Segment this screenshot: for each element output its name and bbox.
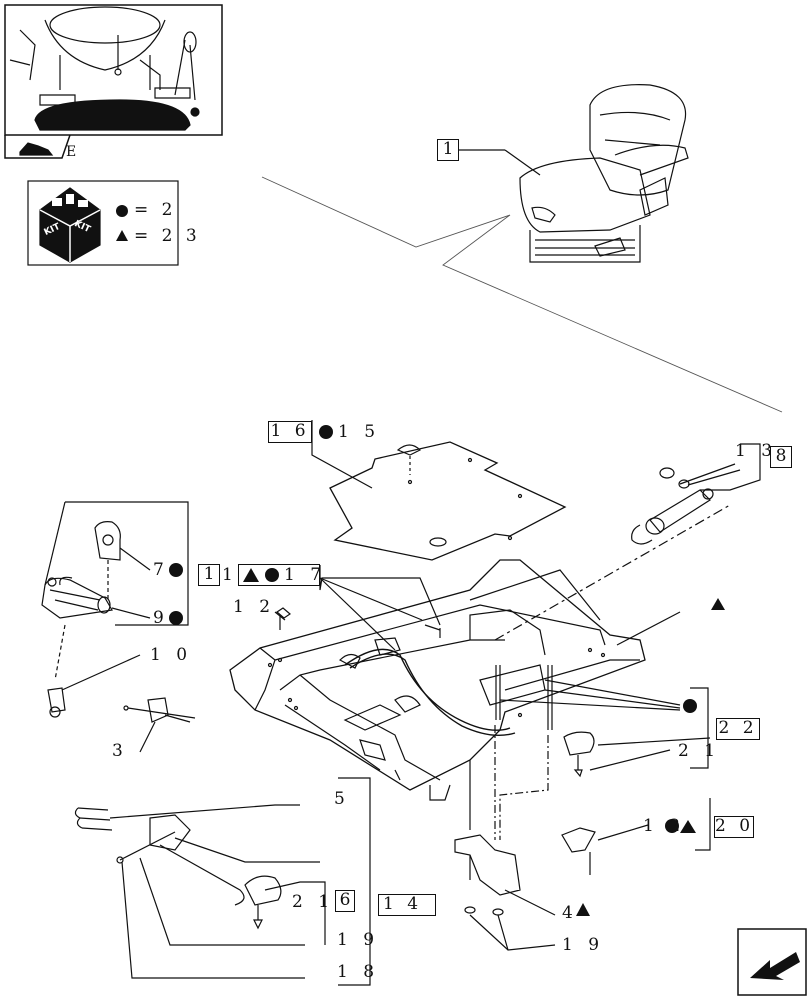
callout-12-top: 1 2 [233, 597, 276, 617]
callout-20: 2 0 [714, 816, 755, 838]
callout-7: 7 [153, 560, 169, 580]
callout-16: 1 6 [268, 421, 312, 443]
callout-9: 9 [153, 608, 169, 628]
clip-part [123, 697, 196, 723]
callout-8: 8 [770, 446, 792, 468]
callout-4: 4 [562, 903, 578, 923]
callout-19-left: 1 9 [337, 930, 380, 950]
callout-15: 1 5 [338, 422, 381, 442]
thumbnail-code: E [66, 144, 82, 160]
seat-illustration [519, 84, 689, 263]
callout-13: 1 3 [735, 441, 778, 461]
callout-10: 1 0 [150, 645, 193, 665]
callout-17: 1 7 [284, 565, 327, 585]
seat-base-frame [229, 559, 646, 801]
triangle-symbol [116, 230, 128, 241]
callout-22: 2 2 [716, 718, 760, 740]
seat-plate-cover [329, 441, 567, 561]
callout-1: 1 [437, 139, 459, 161]
next-page-arrow-icon[interactable] [737, 928, 807, 996]
callout-12-right: 1 2 [643, 816, 686, 836]
callout-18: 1 8 [337, 962, 380, 982]
kit-legend-frame [27, 180, 179, 266]
right-clips [469, 665, 596, 875]
latch-assembly [41, 521, 121, 718]
callout-16-lower: 6 [335, 890, 355, 912]
car-icon [19, 142, 54, 156]
legend-triangle-count: = 2 3 [134, 226, 201, 246]
callout-21: 2 1 [678, 741, 721, 761]
callout-14: 1 4 [378, 894, 436, 916]
legend-circle-count: = 2 [134, 200, 177, 220]
kit-box-icon [39, 187, 101, 263]
callout-3: 3 [112, 741, 128, 761]
gas-spring [631, 467, 714, 545]
callout-11-symbols-box [238, 564, 320, 586]
lower-bracket [454, 834, 521, 916]
callout-5: 5 [334, 789, 350, 809]
callout-21-lower: 2 1 [292, 892, 335, 912]
thumbnail-frame [4, 4, 223, 159]
callout-19-right: 1 9 [562, 935, 605, 955]
circle-symbol [116, 205, 128, 217]
callout-11-digit: 1 [222, 565, 238, 585]
lower-left-assembly [74, 807, 282, 930]
callout-11: 1 [198, 564, 220, 586]
